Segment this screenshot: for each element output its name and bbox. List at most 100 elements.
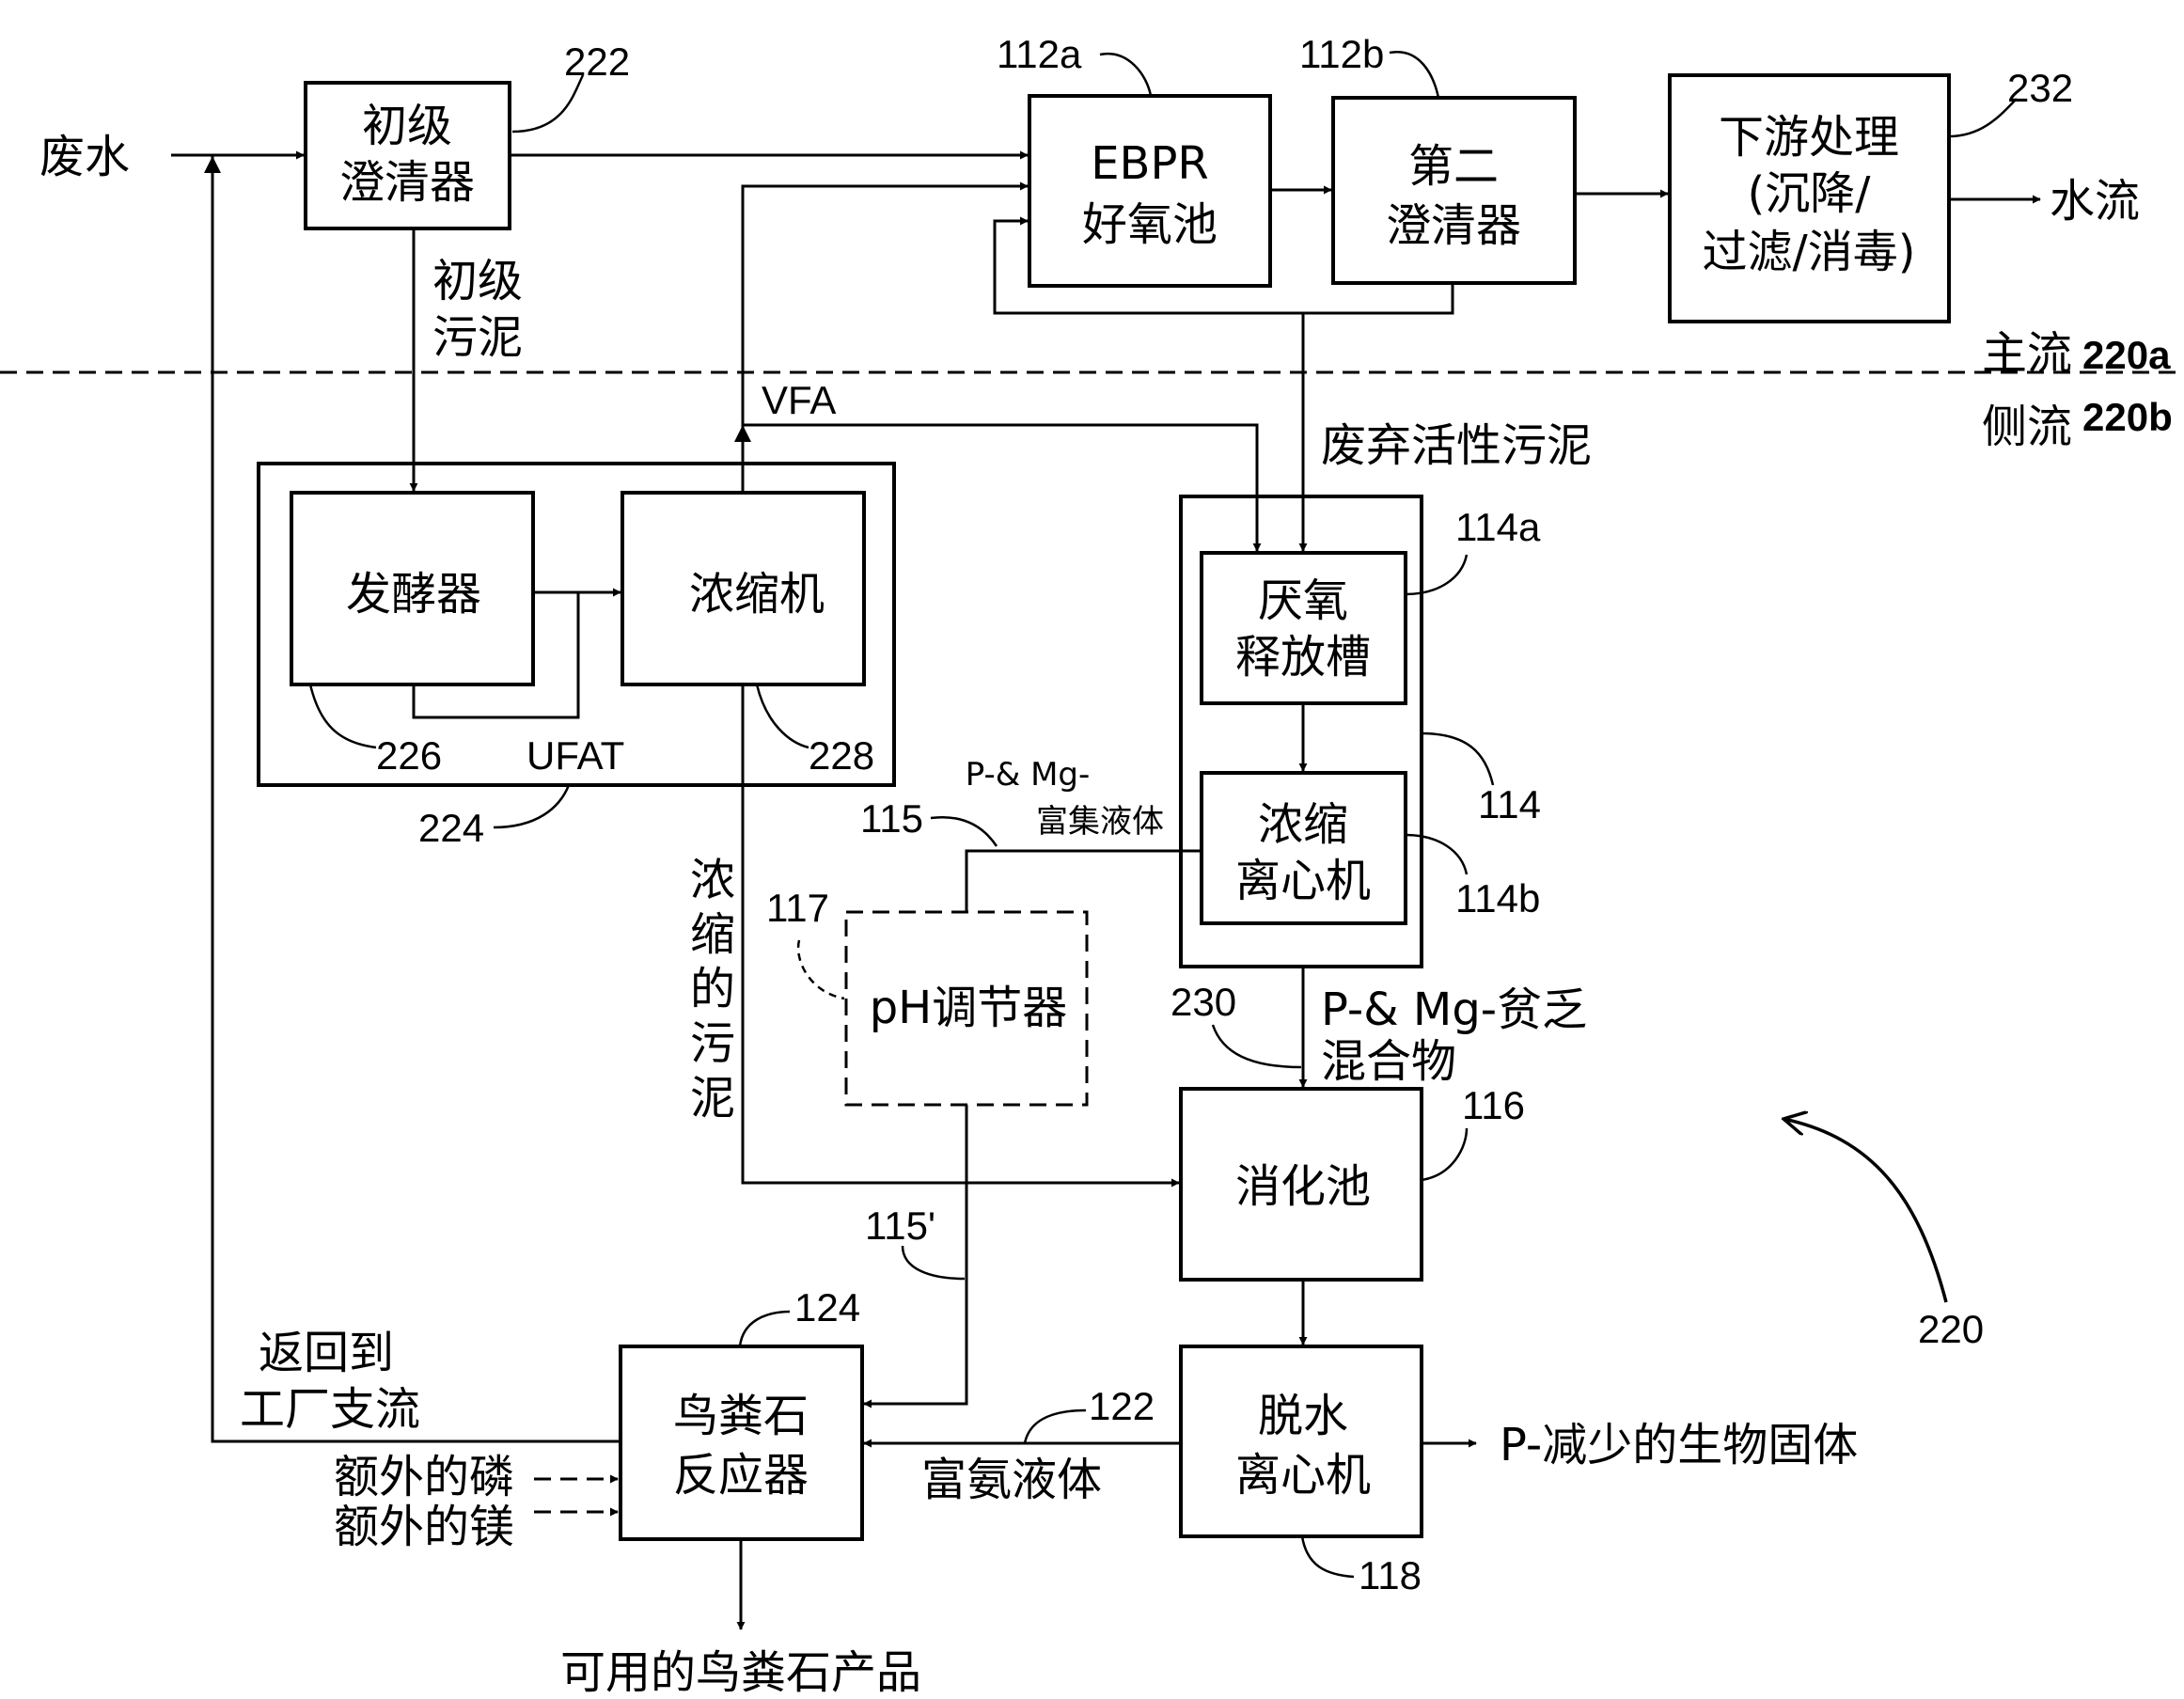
downstream-treatment-box <box>1668 73 1951 323</box>
leader-114b <box>1405 833 1469 875</box>
wastewater-label: 废水 <box>39 131 130 183</box>
ebpr-aerobic-tank-box <box>1028 94 1272 288</box>
leader-114 <box>1421 732 1495 786</box>
primary-sludge-label-2: 污泥 <box>432 311 523 364</box>
downstream-label-3: 过滤/消毒) <box>1703 226 1916 278</box>
ref-117: 117 <box>766 886 829 930</box>
leader-232 <box>1948 98 2018 138</box>
return-up-arrowhead <box>204 156 221 173</box>
sidestream-ref: 220b <box>2082 395 2173 439</box>
ref-114b: 114b <box>1455 876 1540 920</box>
dewatering-centrifuge-label-1: 脱水 <box>1258 1390 1348 1442</box>
return-to-plant-line <box>211 155 621 1443</box>
extra-phosphorus-label: 额外的磷 <box>334 1451 514 1503</box>
ref-224: 224 <box>418 806 484 850</box>
second-clarifier-label-2: 澄清器 <box>1386 199 1521 252</box>
leader-230 <box>1211 1024 1302 1069</box>
leader-114a <box>1405 554 1469 596</box>
side-stream-frame-114 <box>1179 495 1423 968</box>
primary-clarifier-label-1: 初级 <box>362 100 452 152</box>
ref-232: 232 <box>2007 66 2073 110</box>
return-activated-sludge-loop <box>993 216 1454 315</box>
biosolids-label: P-减少的生物固体 <box>1500 1419 1858 1471</box>
return-to-plant-label-1: 返回到 <box>259 1327 394 1379</box>
thickened-sludge-char-1: 浓 <box>690 854 735 906</box>
ufat-frame <box>257 462 896 787</box>
adjusted-liquid-to-reactor-line <box>863 1105 968 1408</box>
ref-222: 222 <box>564 39 630 84</box>
ref-118: 118 <box>1359 1553 1422 1597</box>
leader-116 <box>1421 1127 1469 1182</box>
thickening-centrifuge-label-1: 浓缩 <box>1258 798 1348 851</box>
ammonia-rich-liquid-label: 富氨液体 <box>921 1454 1102 1506</box>
leader-117 <box>796 939 845 1000</box>
ref-124: 124 <box>794 1285 860 1329</box>
digester-box <box>1179 1087 1423 1282</box>
leader-224 <box>493 784 571 829</box>
ref-122: 122 <box>1089 1384 1155 1428</box>
second-clarifier-label-1: 第二 <box>1408 140 1499 193</box>
thickening-centrifuge-label-2: 离心机 <box>1235 855 1371 907</box>
ref-115p: 115' <box>865 1203 935 1248</box>
leader-112a <box>1099 52 1153 97</box>
leader-220-arrow <box>1783 1119 1948 1303</box>
vfa-to-ebpr-line <box>741 181 1029 493</box>
second-clarifier-box <box>1331 96 1577 285</box>
vfa-label: VFA <box>762 378 836 422</box>
ref-226: 226 <box>376 733 442 778</box>
fermenter-box <box>290 491 535 686</box>
vfa-up-arrowhead <box>734 425 751 442</box>
ufat-label: UFAT <box>526 733 624 778</box>
ref-116: 116 <box>1462 1083 1525 1127</box>
anaerobic-tank-label-1: 厌氧 <box>1258 574 1348 627</box>
digester-label: 消化池 <box>1235 1160 1371 1213</box>
p-mg-poor-label-1: P-& Mg-贫乏 <box>1321 983 1587 1036</box>
was-label: 废弃活性污泥 <box>1321 419 1592 472</box>
sidestream-label: 侧流 <box>1982 401 2072 453</box>
return-to-plant-label-2: 工厂支流 <box>240 1383 420 1436</box>
ref-220: 220 <box>1918 1307 1984 1351</box>
leader-112b <box>1389 50 1440 99</box>
primary-clarifier-box <box>304 81 511 230</box>
primary-sludge-label-1: 初级 <box>432 255 523 307</box>
ref-230: 230 <box>1171 980 1236 1024</box>
water-out-label: 水流 <box>2050 175 2140 228</box>
leader-228 <box>755 684 809 749</box>
thickened-sludge-char-2: 缩 <box>690 908 735 961</box>
struvite-reactor-label-2: 反应器 <box>673 1449 809 1502</box>
struvite-reactor-label-1: 鸟粪石 <box>673 1390 809 1442</box>
vfa-to-anaerobic-line <box>743 423 1262 552</box>
anaerobic-tank-label-2: 释放槽 <box>1235 631 1371 684</box>
thickened-sludge-line <box>741 684 1180 1188</box>
leader-222 <box>511 74 585 134</box>
extra-magnesium-label: 额外的镁 <box>334 1501 514 1553</box>
p-mg-rich-liquid-line <box>965 849 1202 912</box>
leader-122 <box>1023 1408 1087 1444</box>
leader-115p <box>901 1245 966 1281</box>
leader-124 <box>738 1310 791 1347</box>
p-mg-rich-label-1: P-& Mg- <box>966 756 1091 794</box>
anaerobic-release-tank-box <box>1200 551 1407 705</box>
struvite-product-label: 可用的鸟粪石产品 <box>560 1646 921 1699</box>
ref-228: 228 <box>809 733 874 778</box>
downstream-label-1: 下游处理 <box>1719 111 1899 164</box>
leader-118 <box>1300 1535 1355 1579</box>
ref-114a: 114a <box>1455 505 1541 549</box>
thickener-box <box>621 491 866 686</box>
thickened-sludge-char-3: 的 <box>690 963 735 1015</box>
fermenter-thickener-recirculation <box>412 592 580 719</box>
ref-115: 115 <box>860 796 923 841</box>
ebpr-label-1: EBPR <box>1091 137 1209 190</box>
ref-114: 114 <box>1478 782 1541 826</box>
thickened-sludge-char-5: 泥 <box>690 1072 735 1125</box>
p-mg-rich-label-2: 富集液体 <box>1036 803 1164 841</box>
leader-115 <box>930 815 998 847</box>
thickened-sludge-char-4: 污 <box>690 1017 735 1070</box>
p-mg-poor-label-2: 混合物 <box>1321 1035 1456 1088</box>
ebpr-label-2: 好氧池 <box>1082 198 1218 251</box>
ph-adjuster-label: pH调节器 <box>870 982 1068 1034</box>
dewatering-centrifuge-label-2: 离心机 <box>1235 1449 1371 1502</box>
ref-112b: 112b <box>1299 32 1384 76</box>
ref-112a: 112a <box>997 32 1082 76</box>
